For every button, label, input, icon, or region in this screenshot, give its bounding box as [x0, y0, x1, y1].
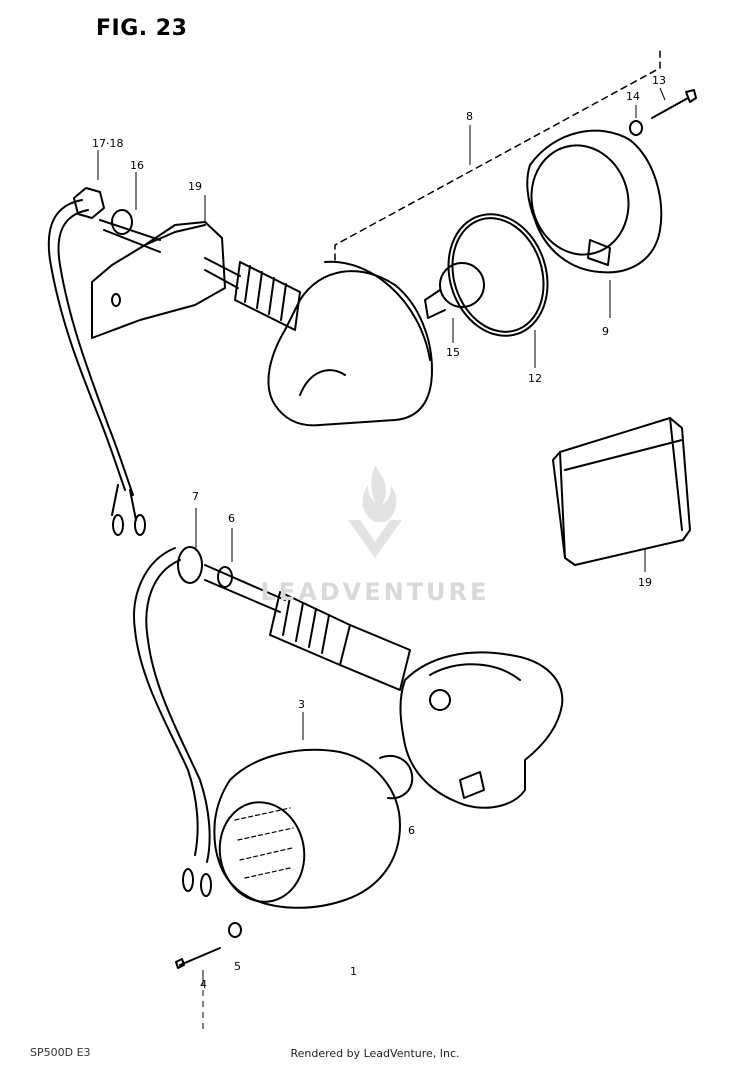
model-code: SP500D E3 [30, 1046, 91, 1059]
callout-15: 16 [130, 159, 144, 172]
screw-12 [651, 97, 689, 119]
nut-16 [73, 187, 105, 219]
lower-housing [399, 651, 564, 809]
watermark-brand: LEADVENTURE [260, 578, 490, 606]
callout-10: 9 [602, 325, 609, 338]
callout-17-18: 19 [188, 180, 202, 193]
callout-12: 13 [652, 74, 666, 87]
callout-11: 12 [528, 372, 542, 385]
upper-wire [47, 199, 126, 491]
lower-wire [133, 547, 199, 856]
callout-9: 8 [466, 110, 473, 123]
callout-13: 14 [626, 90, 640, 103]
upper-housing [267, 270, 433, 427]
screw-4 [179, 947, 221, 966]
upper-gasket [447, 213, 549, 337]
callout-16: 17·18 [92, 137, 124, 150]
upper-lens [526, 129, 663, 274]
pad-19 [552, 417, 691, 566]
callout-19: 19 [638, 576, 652, 589]
upper-thread [234, 261, 301, 331]
callout-14: 15 [446, 346, 460, 359]
callout-4: 4 [200, 978, 207, 991]
rendered-by-credit: Rendered by LeadVenture, Inc. [290, 1047, 460, 1060]
callout-3: 3 [298, 698, 305, 711]
flame-v-logo-icon [348, 465, 402, 558]
callout-8: 7 [192, 490, 199, 503]
callout-5: 5 [234, 960, 241, 973]
figure-title: FIG. 23 [96, 16, 188, 41]
bracket-17-18 [91, 221, 226, 339]
lower-lens [213, 748, 401, 909]
upper-bulb [439, 262, 485, 308]
callout-7: 6 [228, 512, 235, 525]
callout-1: 1 [350, 965, 357, 978]
callout-6: 6 [408, 824, 415, 837]
